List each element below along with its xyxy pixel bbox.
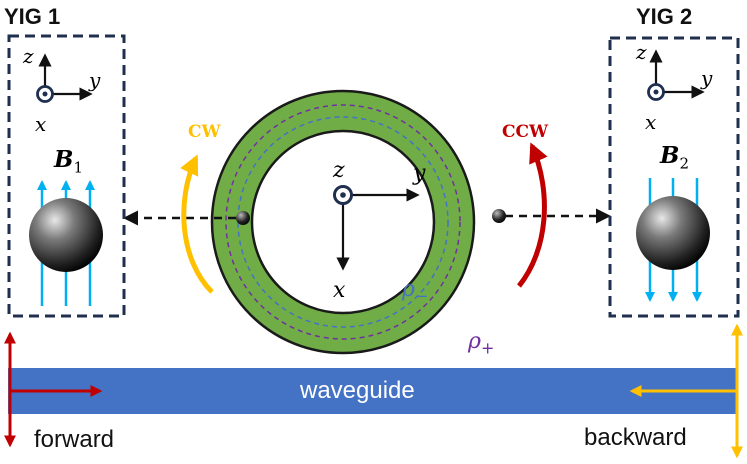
yig2-field-subscript: 2	[679, 154, 689, 173]
left-magnon-dot	[236, 211, 250, 225]
rho-minus-symbol: ρ	[402, 277, 415, 302]
yig1-axis-y-label: y	[89, 68, 101, 92]
yig2-axis-z-label: z	[636, 40, 647, 64]
yig1-axis-x-label: x	[35, 112, 47, 136]
outer-dashed-circle	[225, 104, 461, 340]
forward-port-arrows	[3, 331, 103, 448]
yig2-title: YIG 2	[636, 4, 693, 29]
ring-resonator	[210, 89, 476, 355]
yig2-axis-y-label: y	[701, 66, 713, 90]
rho-plus-symbol: ρ	[468, 329, 481, 354]
yig2-field-label: B2	[660, 144, 689, 172]
yig1-field-subscript: 1	[73, 158, 83, 177]
cw-arc-arrow	[180, 154, 214, 294]
ring-axes	[333, 185, 420, 271]
inner-dashed-circle	[237, 116, 449, 328]
yig1-title: YIG 1	[4, 4, 61, 29]
ring-axis-y-label: y	[413, 161, 426, 186]
yig2-axis-x-label: x	[645, 110, 657, 134]
ring-axis-z-label: z	[333, 158, 345, 183]
yig1-axis-z-label: z	[23, 44, 34, 68]
ring-axis-x-label: x	[333, 278, 346, 303]
yig2-sphere	[636, 196, 710, 270]
right-magnon-dot	[492, 209, 506, 223]
rho-plus-label: ρ+	[468, 330, 494, 356]
yig2-field-symbol: B	[660, 142, 680, 169]
ccw-label: CCW	[502, 122, 549, 142]
yig1-sphere	[29, 198, 103, 272]
waveguide-label: waveguide	[300, 377, 415, 404]
rho-plus-subscript: +	[480, 338, 495, 358]
ccw-arc-arrow	[517, 142, 548, 288]
cw-label: CW	[188, 122, 221, 142]
waveguide-bar	[8, 368, 738, 414]
rho-minus-label: ρ−	[402, 278, 428, 304]
backward-port-arrows	[629, 323, 743, 459]
yig1-field-label: B1	[54, 148, 83, 176]
yig1-box	[7, 34, 126, 318]
yig1-field-symbol: B	[54, 146, 74, 173]
forward-label: forward	[34, 426, 115, 453]
backward-label: backward	[584, 424, 687, 451]
rho-minus-subscript: −	[414, 286, 429, 306]
yig2-box	[608, 36, 740, 318]
